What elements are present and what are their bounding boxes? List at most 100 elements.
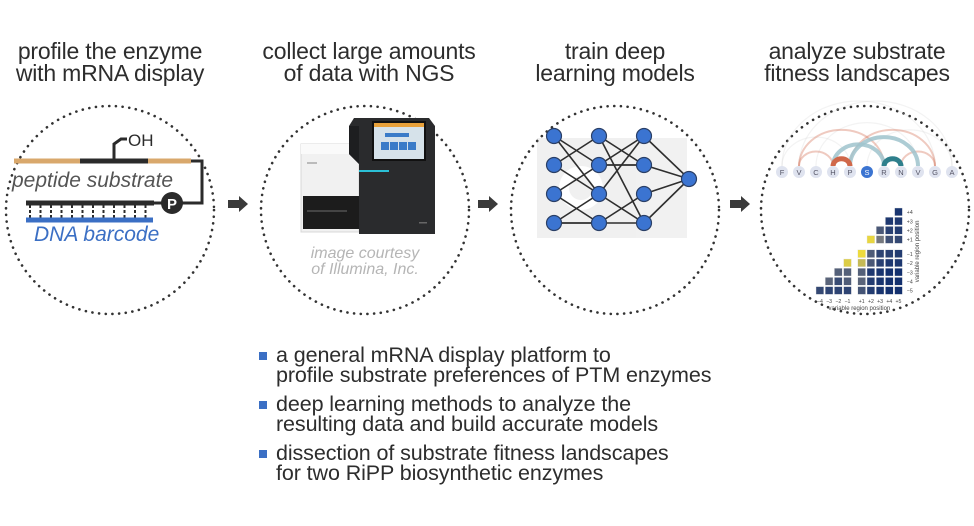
heatmap-y-tick: +1 bbox=[907, 238, 913, 244]
residue-node bbox=[946, 166, 958, 178]
residue-label: G bbox=[932, 168, 938, 177]
mrna-display-diagram: OH peptide substrate P DNA barcode bbox=[4, 104, 216, 316]
heatmap-cell bbox=[885, 235, 894, 244]
heatmap-cell bbox=[824, 286, 834, 295]
heatmap-cell bbox=[857, 277, 866, 286]
image-credit-line: of Illumina, Inc. bbox=[311, 261, 419, 278]
heatmap-cell bbox=[843, 277, 852, 286]
epistasis-arc bbox=[781, 100, 936, 167]
residue-node bbox=[793, 166, 805, 178]
heading-line: collect large amounts bbox=[262, 38, 476, 64]
heatmap-x-tick: −3 bbox=[826, 299, 832, 305]
arrow-right-icon bbox=[478, 196, 498, 212]
bullet-square-icon bbox=[259, 352, 267, 360]
residue-node bbox=[776, 166, 788, 178]
residue-label: S bbox=[864, 168, 869, 177]
heatmap-x-tick: +2 bbox=[868, 299, 874, 305]
epistasis-arcs bbox=[781, 100, 953, 167]
epistasis-arc bbox=[830, 156, 853, 167]
bullet-line: dissection of substrate fitness landscap… bbox=[276, 441, 669, 465]
heatmap-cell bbox=[894, 216, 903, 226]
bullet-item: deep learning methods to analyze the res… bbox=[259, 392, 711, 435]
dotted-circle bbox=[759, 104, 971, 316]
heatmap-cell bbox=[885, 258, 894, 267]
heatmap-cell bbox=[857, 286, 866, 295]
network-edge bbox=[553, 193, 600, 224]
heatmap-x-tick: +4 bbox=[886, 299, 892, 305]
epistasis-arc bbox=[900, 150, 936, 167]
residue-label: H bbox=[830, 168, 835, 177]
dotted-circle bbox=[259, 104, 471, 316]
heatmap-cell bbox=[885, 277, 894, 286]
dotted-circle bbox=[4, 104, 216, 316]
residue-label: V bbox=[915, 168, 920, 177]
heading-line: learning models bbox=[535, 60, 695, 86]
network-edge bbox=[598, 135, 645, 166]
heatmap-y-tick: +3 bbox=[907, 219, 913, 225]
heatmap-cell bbox=[857, 258, 866, 267]
residue-node bbox=[895, 166, 907, 178]
residue-node bbox=[810, 166, 822, 178]
arrow-right-icon bbox=[730, 196, 750, 212]
bullet-square-icon bbox=[259, 401, 267, 409]
residue-label: R bbox=[881, 168, 887, 177]
heatmap-cell bbox=[875, 226, 885, 235]
heatmap-cell bbox=[866, 267, 875, 277]
heatmap-cell bbox=[885, 216, 894, 226]
heatmap-ylabel: variable region position bbox=[915, 221, 921, 283]
stage-1-mrna-display: OH peptide substrate P DNA barcode bbox=[4, 104, 216, 316]
heatmap-y-tick: +4 bbox=[907, 210, 913, 216]
residue-node bbox=[878, 166, 890, 178]
peptide-label: peptide substrate bbox=[11, 169, 173, 192]
heatmap-cell bbox=[834, 277, 843, 286]
heatmap-cell bbox=[875, 267, 885, 277]
heatmap-cell bbox=[843, 258, 852, 267]
heatmap-x-tick: −2 bbox=[835, 299, 841, 305]
bullet-item: dissection of substrate fitness landscap… bbox=[259, 441, 711, 484]
linker bbox=[182, 159, 204, 205]
heading-line: with mRNA display bbox=[15, 60, 205, 86]
epistasis-arc bbox=[798, 100, 953, 167]
heatmap-y-tick: −2 bbox=[907, 261, 913, 267]
stage-1-heading: profile the enzyme with mRNA display bbox=[0, 40, 235, 86]
epistasis-arc bbox=[848, 135, 920, 167]
heatmap-cell bbox=[834, 267, 843, 277]
heatmap-cell bbox=[875, 249, 885, 258]
network-node bbox=[590, 214, 608, 232]
network-edges bbox=[553, 135, 690, 224]
heatmap-cell bbox=[875, 258, 885, 267]
stage-3-deep-learning bbox=[509, 104, 721, 316]
network-edge bbox=[553, 135, 600, 195]
heatmap-cell bbox=[843, 286, 852, 295]
sequencer-image bbox=[300, 118, 435, 234]
network-node bbox=[635, 156, 653, 174]
heatmap-cell bbox=[894, 235, 903, 244]
heatmap-x-tick: +1 bbox=[859, 299, 865, 305]
network-node bbox=[590, 127, 608, 145]
heatmap-cell bbox=[885, 286, 894, 295]
summary-bullets: a general mRNA display platform to profi… bbox=[259, 343, 711, 492]
puromycin-node bbox=[161, 192, 183, 214]
pairwise-heatmap: −4−3−2−1+1+2+3+4+5+4+3+2+1−1−2−3−4−5vari… bbox=[815, 207, 921, 312]
side-chain-bond bbox=[112, 137, 127, 161]
epistasis-arc bbox=[781, 136, 851, 167]
heatmap-cell bbox=[875, 235, 885, 244]
epistasis-arc bbox=[815, 122, 919, 167]
network-node bbox=[545, 127, 563, 145]
heatmap-x-tick: +5 bbox=[896, 299, 902, 305]
bullet-line: a general mRNA display platform to bbox=[276, 343, 611, 367]
network-node bbox=[545, 156, 563, 174]
heading-line: train deep bbox=[564, 38, 666, 64]
network-node bbox=[635, 214, 653, 232]
bullet-line: deep learning methods to analyze the bbox=[276, 392, 631, 416]
network-node bbox=[635, 127, 653, 145]
stage-2-heading: collect large amounts of data with NGS bbox=[244, 38, 494, 85]
network-node bbox=[680, 170, 698, 188]
residue-label: N bbox=[898, 168, 903, 177]
heatmap-y-tick: −3 bbox=[907, 270, 913, 276]
heatmap-cell bbox=[866, 249, 875, 258]
network-nodes bbox=[545, 127, 698, 232]
residue-node bbox=[827, 166, 839, 178]
